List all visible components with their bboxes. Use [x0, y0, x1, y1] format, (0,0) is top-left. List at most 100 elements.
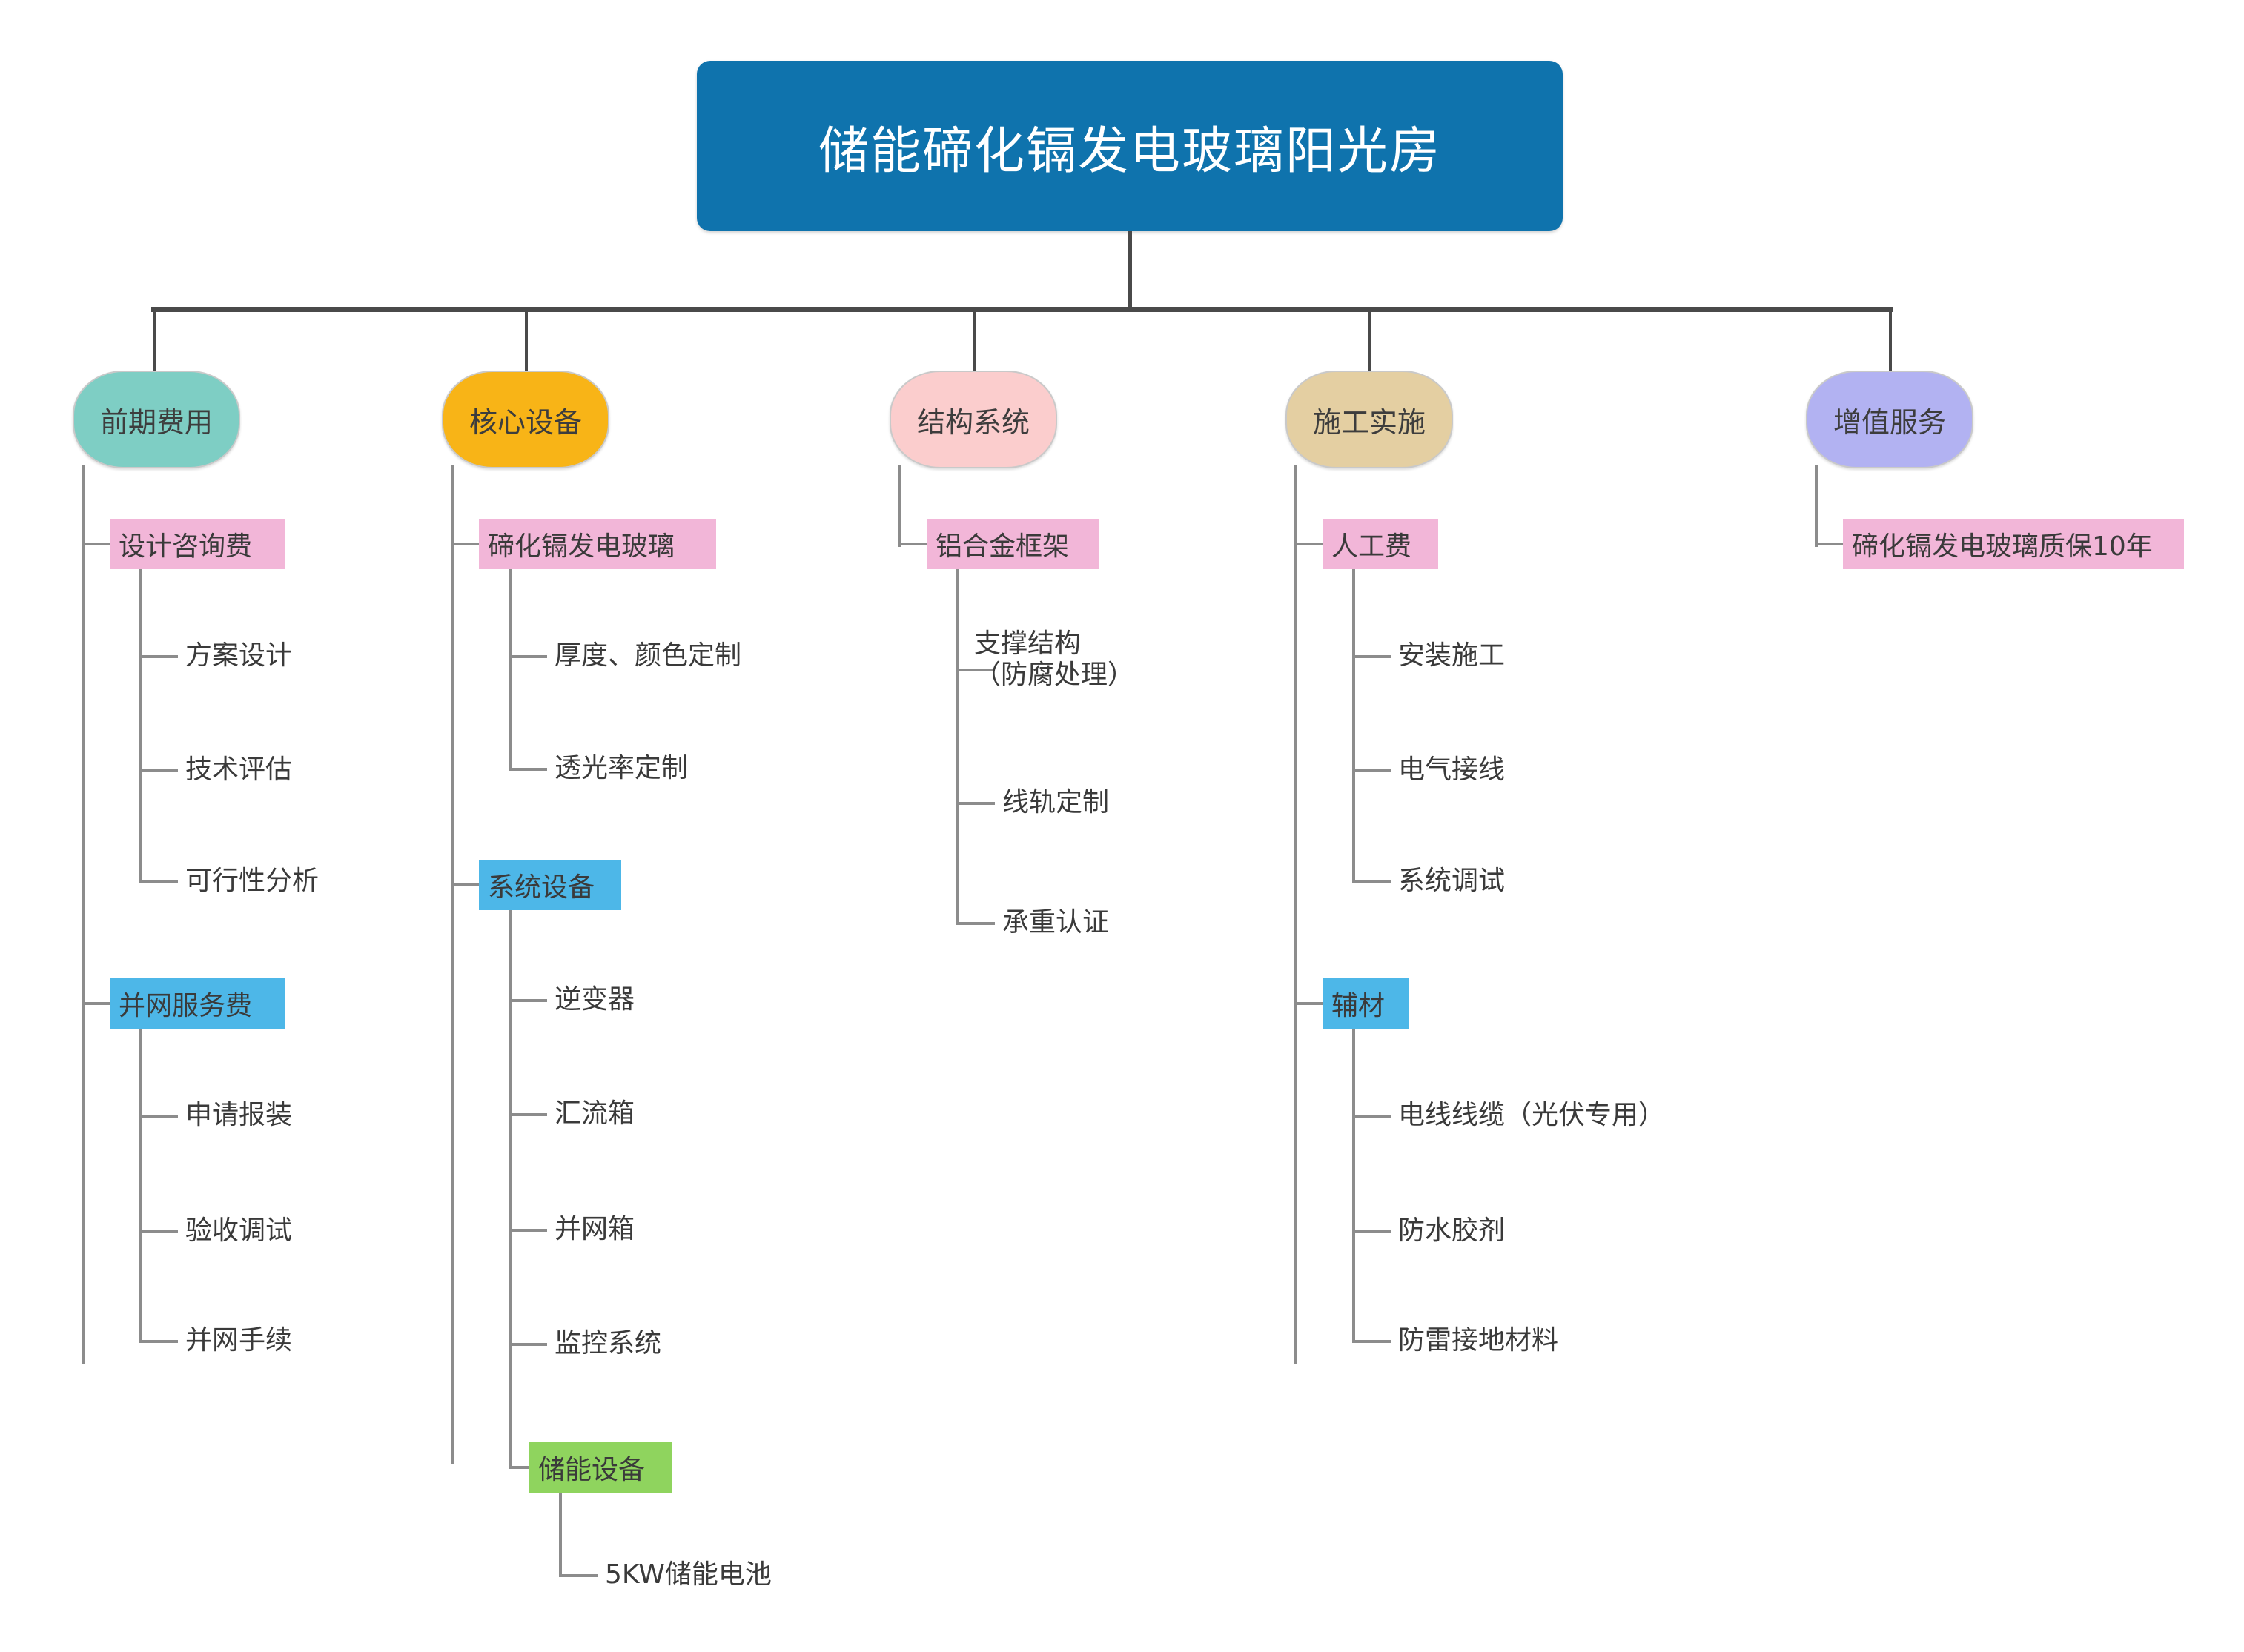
group-node-xitongshebei[interactable]: 系统设备: [479, 860, 621, 910]
group-label: 碲化镉发电玻璃质保10年: [1852, 531, 2153, 562]
leaf-node[interactable]: 防水胶剂: [1398, 1215, 1506, 1246]
leaf-node[interactable]: 线轨定制: [1002, 787, 1110, 817]
col3-g1-stub-2: [956, 802, 995, 805]
col1-g2-childspine: [139, 1029, 142, 1340]
branch-label: 施工实施: [1312, 405, 1426, 439]
col3-g1-stub-3: [956, 922, 995, 925]
group-node-rengongfei[interactable]: 人工费: [1323, 519, 1438, 569]
root-node[interactable]: 储能碲化镉发电玻璃阳光房: [697, 61, 1563, 231]
col1-g2-stub-3: [139, 1340, 178, 1343]
branch-node-qianqifeiyong[interactable]: 前期费用: [73, 371, 240, 468]
col2-g1-stub-1: [509, 655, 547, 658]
col1-spine: [82, 465, 85, 1364]
col2-g2-stub-5: [509, 1466, 540, 1469]
col2-g2-childspine: [509, 910, 512, 1469]
col4-g1-stub-3: [1352, 880, 1391, 883]
col2-g2-stub-2: [509, 1113, 547, 1116]
col2-stub-group2: [451, 883, 479, 886]
group-label: 系统设备: [488, 872, 595, 903]
leaf-node[interactable]: 并网箱: [555, 1214, 635, 1244]
col4-stub-group2: [1294, 1002, 1323, 1005]
col1-g1-childspine: [139, 569, 142, 880]
leaf-node[interactable]: 厚度、颜色定制: [555, 640, 742, 671]
col4-g2-stub-2: [1352, 1230, 1391, 1233]
col4-g2-stub-3: [1352, 1340, 1391, 1343]
col5-stub-group1: [1815, 543, 1843, 545]
trunk-vertical-line: [1128, 231, 1132, 310]
branch-node-hexinshebei[interactable]: 核心设备: [442, 371, 609, 468]
leaf-node[interactable]: 支撑结构 （防腐处理）: [974, 628, 1135, 691]
col4-g1-childspine: [1352, 569, 1355, 880]
col3-g1-stub-1: [956, 669, 995, 671]
group-node-fucai[interactable]: 辅材: [1323, 978, 1409, 1029]
branch-node-shigongshishi[interactable]: 施工实施: [1285, 371, 1453, 468]
leaf-node[interactable]: 承重认证: [1002, 907, 1110, 938]
group-label: 铝合金框架: [936, 531, 1070, 562]
group-node-bingwangfuwufei[interactable]: 并网服务费: [110, 978, 285, 1029]
col4-spine: [1294, 465, 1297, 1364]
branch-label: 结构系统: [916, 405, 1030, 439]
group-label: 人工费: [1331, 531, 1412, 562]
col4-g2-stub-1: [1352, 1115, 1391, 1118]
col1-g2-stub-1: [139, 1115, 178, 1118]
branch-node-jiegouxitong[interactable]: 结构系统: [890, 371, 1057, 468]
col2-g2-stub-1: [509, 999, 547, 1002]
col1-g1-stub-1: [139, 655, 178, 658]
leaf-node[interactable]: 电线线缆（光伏专用）: [1398, 1100, 1666, 1130]
leaf-node[interactable]: 技术评估: [185, 754, 293, 785]
leaf-node[interactable]: 透光率定制: [555, 753, 689, 783]
group-label: 设计咨询费: [119, 531, 253, 562]
col2-g2-stub-4: [509, 1343, 547, 1346]
branch-drop-line-3: [973, 310, 976, 376]
col1-stub-group1: [82, 543, 110, 545]
col2-stub-group1: [451, 543, 479, 545]
branch-label: 核心设备: [469, 405, 582, 439]
leaf-node[interactable]: 电气接线: [1398, 754, 1506, 785]
leaf-node[interactable]: 逆变器: [555, 984, 635, 1015]
col1-g1-stub-3: [139, 880, 178, 883]
col2-g1-stub-2: [509, 768, 547, 771]
root-node-label: 储能碲化镉发电玻璃阳光房: [818, 122, 1441, 181]
col2-g3-childspine: [559, 1493, 562, 1577]
col4-g2-childspine: [1352, 1029, 1355, 1340]
group-node-zhibao10nian[interactable]: 碲化镉发电玻璃质保10年: [1843, 519, 2184, 569]
col3-stub-group1: [898, 543, 927, 545]
branch-label: 前期费用: [99, 405, 213, 439]
leaf-node[interactable]: 安装施工: [1398, 640, 1506, 671]
col5-spine: [1815, 465, 1818, 547]
branch-node-zengzhifuwu[interactable]: 增值服务: [1806, 371, 1973, 468]
group-label: 辅材: [1331, 991, 1386, 1021]
leaf-node[interactable]: 可行性分析: [185, 866, 320, 896]
col2-g2-stub-3: [509, 1229, 547, 1232]
branch-drop-line-2: [525, 310, 528, 376]
col3-g1-childspine: [956, 569, 959, 922]
col4-stub-group1: [1294, 543, 1323, 545]
col1-stub-group2: [82, 1002, 110, 1005]
col3-spine: [898, 465, 901, 547]
leaf-node[interactable]: 验收调试: [185, 1215, 293, 1246]
col2-g1-childspine: [509, 569, 512, 768]
col2-g3-stub-1: [559, 1574, 598, 1577]
leaf-node[interactable]: 系统调试: [1398, 866, 1506, 896]
group-label: 碲化镉发电玻璃: [488, 531, 675, 562]
branch-label: 增值服务: [1833, 405, 1946, 439]
col1-g2-stub-2: [139, 1230, 178, 1233]
leaf-node[interactable]: 方案设计: [185, 640, 293, 671]
group-label: 并网服务费: [119, 991, 253, 1021]
leaf-node[interactable]: 监控系统: [555, 1328, 662, 1359]
leaf-node[interactable]: 防雷接地材料: [1398, 1325, 1559, 1356]
col1-g1-stub-2: [139, 769, 178, 772]
leaf-node[interactable]: 汇流箱: [555, 1098, 635, 1129]
group-node-lvhejinkuangjia[interactable]: 铝合金框架: [927, 519, 1099, 569]
leaf-node[interactable]: 并网手续: [185, 1325, 293, 1356]
group-label: 储能设备: [538, 1455, 646, 1485]
leaf-node[interactable]: 5KW储能电池: [605, 1559, 772, 1590]
col2-spine: [451, 465, 454, 1464]
col4-g1-stub-2: [1352, 769, 1391, 772]
group-node-shejizixunfei[interactable]: 设计咨询费: [110, 519, 285, 569]
trunk-horizontal-bus: [151, 307, 1893, 312]
group-node-dihuageboli[interactable]: 碲化镉发电玻璃: [479, 519, 716, 569]
leaf-node[interactable]: 申请报装: [185, 1100, 293, 1130]
group-node-chunengshebei[interactable]: 储能设备: [529, 1442, 672, 1493]
